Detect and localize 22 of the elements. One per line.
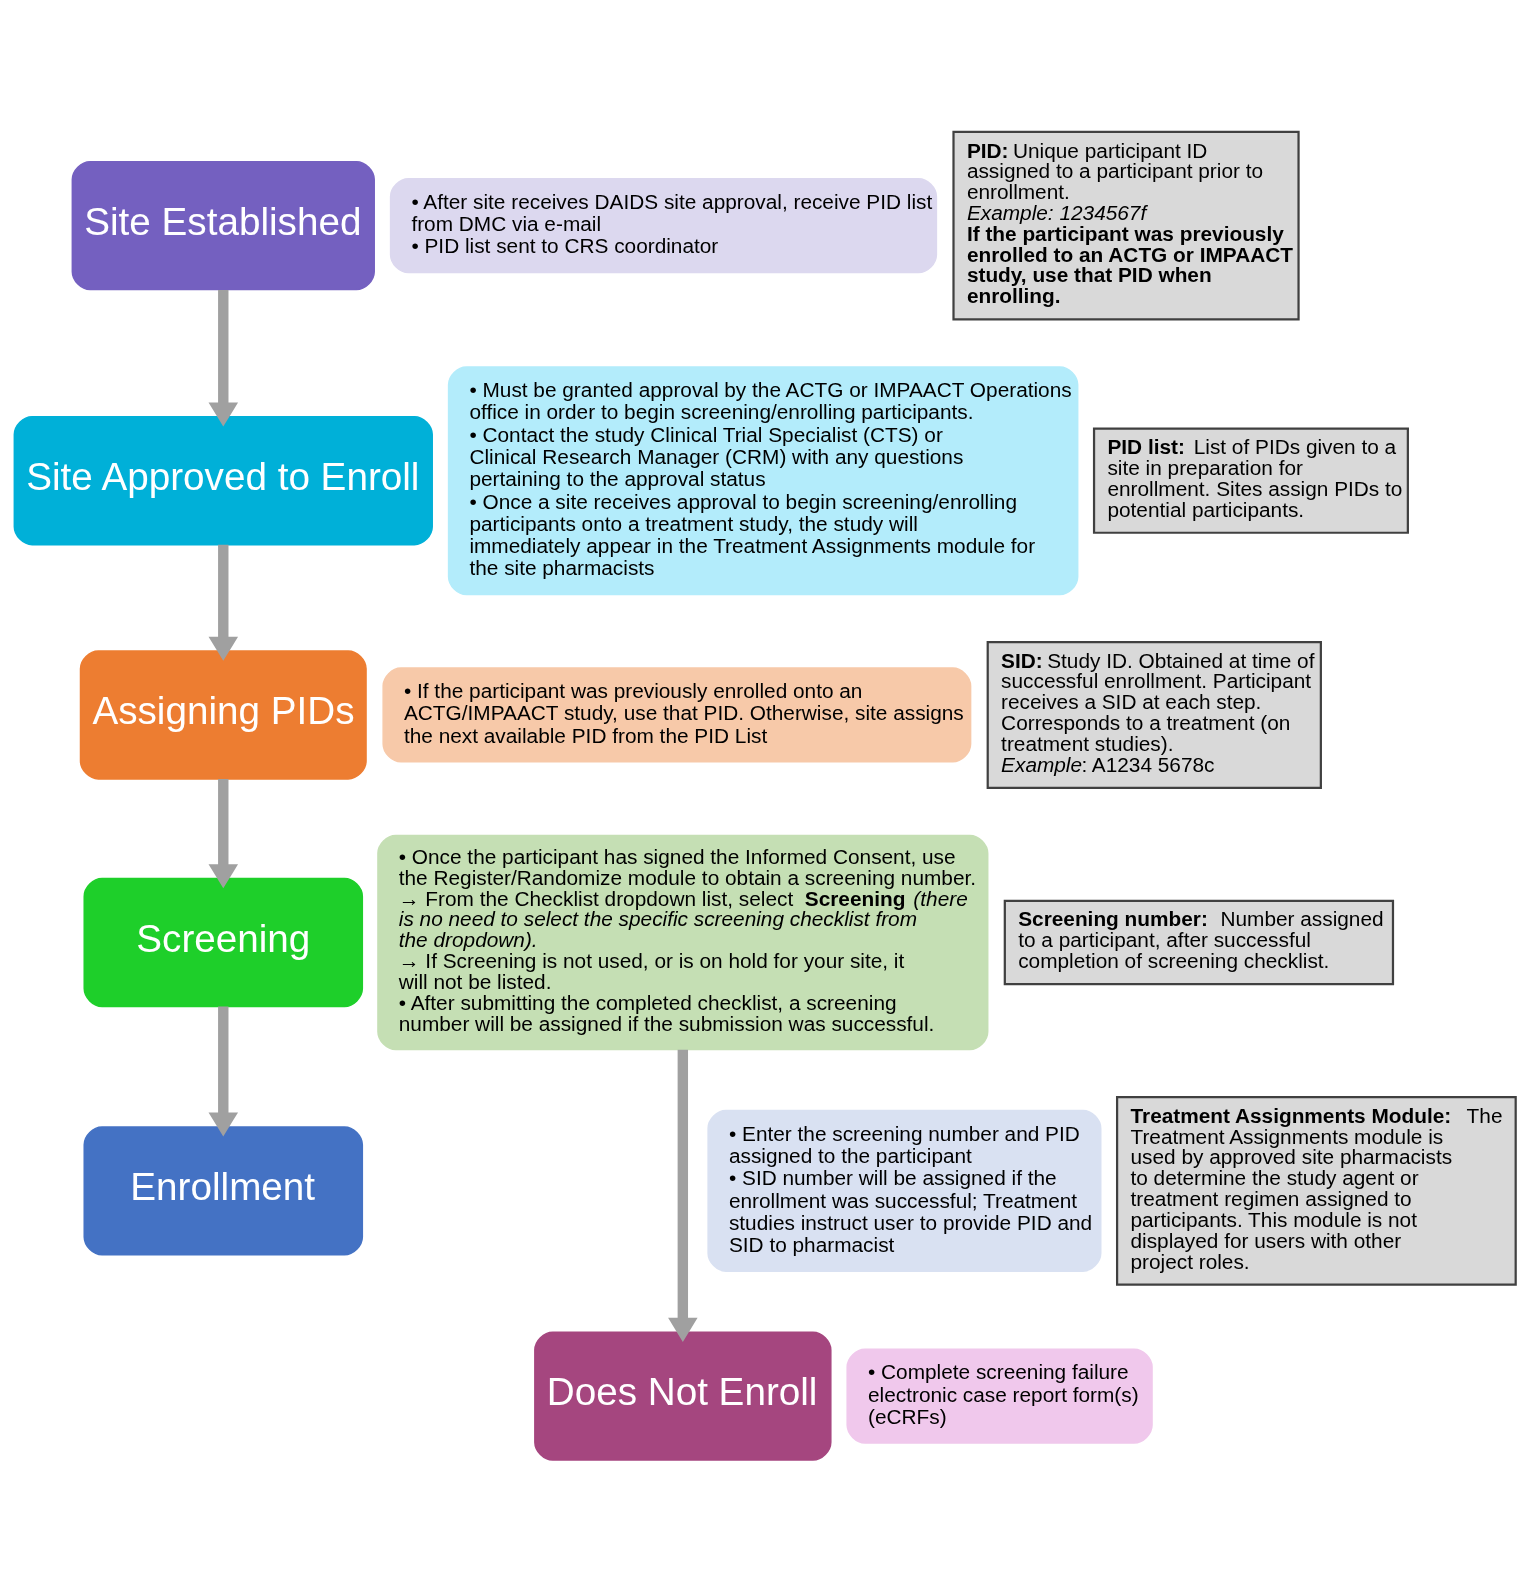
node-box: PID: Unique participant ID assigned to a participant prior to enrollment. Example: 1234567f If the participant was previously enrolled to an ACTG or IMPAACT study, use that PID when enrolling. [952, 130, 1300, 320]
node-box: PID list: List of PIDs given to a site in preparation for enrollment. Sites assign PIDs to potential participants. [1092, 427, 1409, 534]
node-box: • Complete screening failure electronic case report form(s) (eCRFs) [846, 1348, 1153, 1444]
arrow [208, 778, 239, 888]
node-box: • Must be granted approval by the ACTG or IMPAACT Operations office in order to begin screening/enrolling participants. • Contact the study Clinical Trial Specialist (CTS) or Clinical Research Manager (CRM) with any questions pertaining to the approval status • Once a site receives approval to begin screening/enrolling participants onto a treatment study, the study will immediately appear in the Treatment Assignments module for the site pharmacists [447, 365, 1079, 595]
node-box: Does Not Enroll [534, 1330, 832, 1461]
node-box: Site Established [71, 160, 375, 290]
arrow [208, 289, 239, 427]
node-box: • If the participant was previously enrolled onto an ACTG/IMPAACT study, use that PID. Otherwise, site assigns the next available PID from the PID List [382, 666, 972, 763]
node-box: Screening [83, 877, 364, 1007]
node-box: Site Approved to Enroll [13, 415, 433, 545]
node-box: • Enter the screening number and PID assigned to the participant • SID number will be assigned if the enrollment was successful; Treatment studies instruct user to provide PID and SID to pharmacist [707, 1109, 1102, 1272]
node-box: Assigning PIDs [79, 649, 367, 780]
node-box: Treatment Assignments Module: The Treatment Assignments module is used by approved site pharmacists to determine the study agent or treatment regimen assigned to participants. This module is not displayed for users with other project roles. [1116, 1095, 1517, 1286]
arrow [208, 1006, 239, 1136]
arrow [668, 1049, 698, 1342]
node-box: • Once the participant has signed the Informed Consent, use the Register/Randomize module to obtain a screening number. → From the Checklist dropdown list, select Screening (there is no need to select the specific screening checklist from the dropdown). → If Screening is not used, or is on hold for your site, it will not be listed. • After submitting the completed checklist, a screening number will be assigned if the submission was successful. [377, 834, 989, 1050]
node-box: SID: Study ID. Obtained at time of successful enrollment. Participant receives a SID at each step. Corresponds to a treatment (on treatment studies). Example: A1234 5678c [986, 640, 1322, 789]
node-box: • After site receives DAIDS site approval, receive PID list from DMC via e-mail • PID list sent to CRS coordinator [389, 177, 938, 273]
node-box: Screening number: Number assigned to a participant, after successful completion of screening checklist. [1003, 899, 1395, 985]
arrow [208, 544, 239, 661]
node-box: Enrollment [83, 1125, 364, 1256]
